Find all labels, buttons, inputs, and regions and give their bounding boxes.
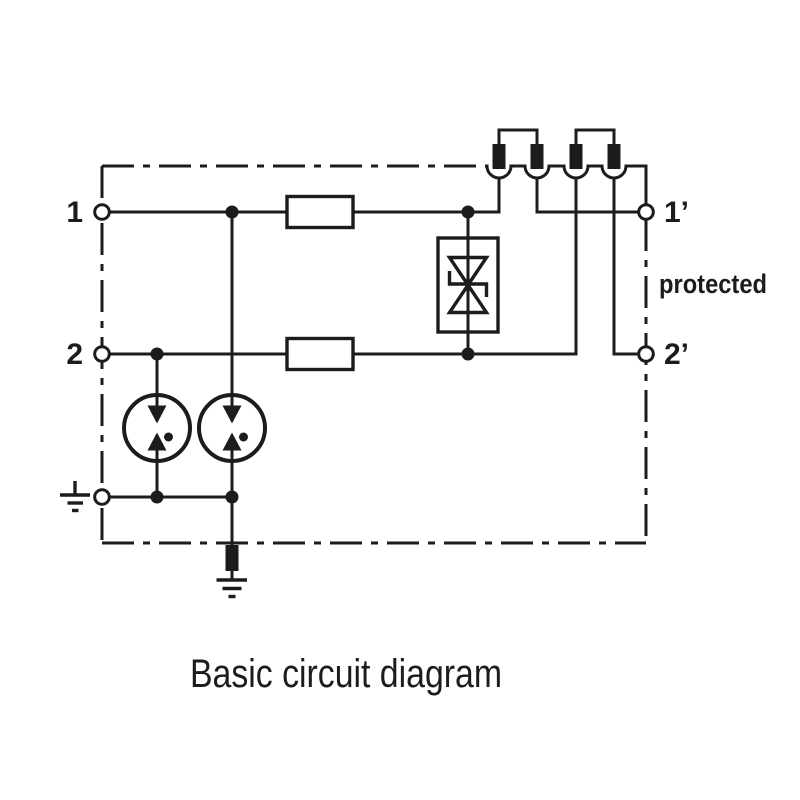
wire-choke-windings [485, 164, 648, 205]
resistor-line1 [285, 194, 355, 230]
wire-line1-to-choke1 [353, 178, 501, 214]
diode-triangle-top [446, 255, 490, 289]
junction-ground-gdt1 [150, 490, 164, 504]
gdt2-arrow-up [222, 432, 242, 451]
diode-triangle-bottom [446, 281, 490, 315]
junction-line2-gdt1 [150, 347, 164, 361]
earth-symbol-left [60, 481, 90, 513]
gas-discharge-tube-1 [122, 393, 192, 463]
terminal-1-prime [637, 203, 655, 221]
wire-choke2-to-terminal1p [535, 178, 639, 214]
terminal-ground [93, 488, 111, 506]
terminals [93, 203, 655, 506]
wire-choke4-to-terminal2p [612, 178, 639, 356]
junction-line1-gdt2 [225, 205, 239, 219]
gdt2-gas-dot [239, 432, 248, 442]
resistor-line2 [285, 336, 355, 372]
choke-core-3 [569, 144, 583, 169]
choke-core-2 [530, 144, 544, 169]
label-terminal-1-prime: 1’ [664, 196, 689, 229]
terminal-2-prime [637, 345, 655, 363]
choke-core-1 [492, 144, 506, 169]
choke-bracket-pair1 [497, 128, 539, 145]
suppressor-diode-box [436, 236, 500, 334]
label-terminal-1: 1 [66, 196, 83, 229]
terminal-1 [93, 203, 111, 221]
label-terminal-2: 2 [66, 338, 83, 371]
gdt1-arrow-down [147, 405, 167, 424]
gdt1-gas-dot [164, 432, 173, 442]
choke-assembly [492, 128, 621, 169]
gdt2-arrow-down [222, 405, 242, 424]
gas-discharge-tube-2 [197, 393, 267, 463]
choke-bracket-pair2 [574, 128, 616, 145]
earth-symbol-bottom [216, 578, 247, 599]
zener-bar [447, 271, 489, 297]
wire-line2-to-choke3 [353, 178, 578, 356]
label-terminal-2-prime: 2’ [664, 338, 689, 371]
junction-dots [150, 205, 475, 504]
junction-line2-diode [461, 347, 475, 361]
gdt1-arrow-up [147, 432, 167, 451]
choke-core-4 [607, 144, 621, 169]
terminal-2 [93, 345, 111, 363]
wires [109, 164, 648, 580]
earth-connection-block [225, 545, 239, 571]
junction-ground-gdt2 [225, 490, 239, 504]
label-protected: protected [659, 269, 767, 299]
caption-text: Basic circuit diagram [190, 652, 502, 696]
junction-line1-diode [461, 205, 475, 219]
suppressor-diode [436, 236, 500, 334]
